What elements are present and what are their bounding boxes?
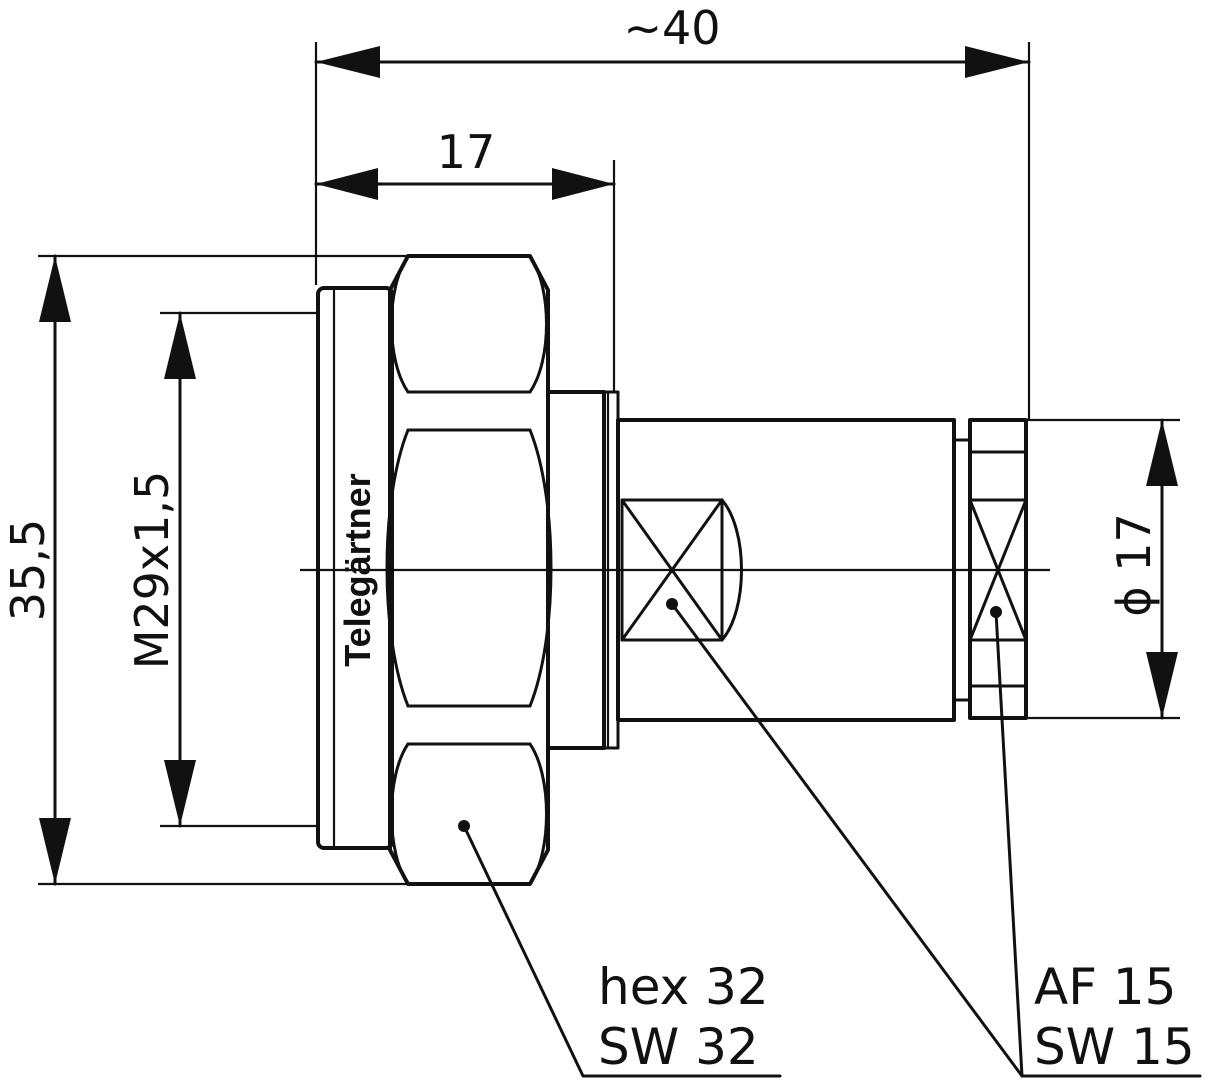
callout-af-line2: SW 15 — [1034, 1018, 1195, 1076]
callout-af: AF 15 SW 15 — [666, 598, 1202, 1078]
label-cable-diameter: ϕ 17 — [1107, 513, 1161, 617]
dimension-hex-length: 17 — [314, 125, 616, 392]
connector-body: Telegärtner — [300, 254, 1050, 886]
callout-hex-line2: SW 32 — [598, 1018, 759, 1076]
dimension-thread: M29x1,5 — [125, 311, 320, 828]
label-hex-length: 17 — [437, 125, 496, 179]
brand-lettering: Telegärtner — [337, 473, 378, 666]
dimension-cable-diameter: ϕ 17 — [1020, 418, 1180, 720]
dimension-overall-length: ~40 — [314, 1, 1031, 420]
label-overall-length: ~40 — [623, 1, 720, 55]
dimension-overall-height: 35,5 — [1, 254, 530, 886]
label-thread: M29x1,5 — [125, 471, 179, 670]
callout-hex-line1: hex 32 — [598, 958, 769, 1016]
label-overall-height: 35,5 — [1, 519, 55, 621]
callout-hex: hex 32 SW 32 — [458, 820, 782, 1078]
callout-af-line1: AF 15 — [1034, 958, 1176, 1016]
